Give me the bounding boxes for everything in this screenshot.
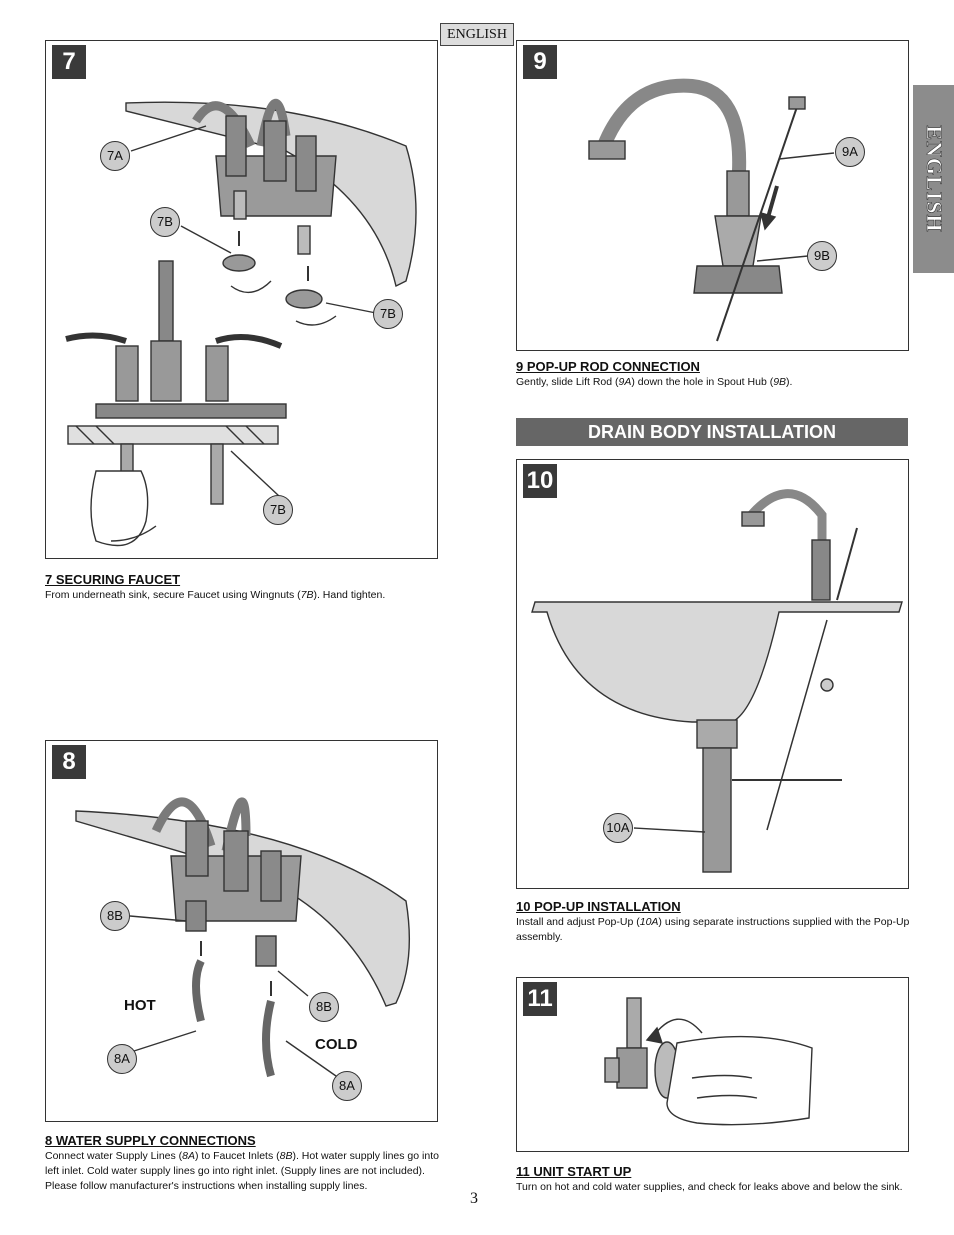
callout-7b: 7B — [373, 299, 403, 329]
hot-label: HOT — [124, 997, 156, 1014]
callout-9b: 9B — [807, 241, 837, 271]
step-7-illustration — [65, 98, 417, 547]
step-9-badge: 9 — [523, 45, 557, 79]
page-number: 3 — [470, 1190, 478, 1207]
callout-8b: 8B — [309, 992, 339, 1022]
step-7-panel: 7 — [45, 40, 438, 559]
step-11-text: Turn on hot and cold water supplies, and… — [516, 1181, 903, 1193]
callout-8a: 8A — [107, 1044, 137, 1074]
step-8-title: 8 WATER SUPPLY CONNECTIONS — [45, 1133, 256, 1148]
step-10-title: 10 POP-UP INSTALLATION — [516, 899, 681, 914]
language-tab: ENGLISH — [440, 23, 514, 46]
step-8-illustration — [75, 797, 411, 1078]
callout-7a: 7A — [100, 141, 130, 171]
step-10-illustration — [531, 489, 903, 873]
side-language-tab: ENGLISH — [913, 85, 954, 273]
step-9-title: 9 POP-UP ROD CONNECTION — [516, 359, 700, 374]
callout-9a: 9A — [835, 137, 865, 167]
step-10-badge: 10 — [523, 464, 557, 498]
callout-8b: 8B — [100, 901, 130, 931]
step-8-badge: 8 — [52, 745, 86, 779]
cold-label: COLD — [315, 1036, 358, 1053]
step-11-badge: 11 — [523, 982, 557, 1016]
callout-8a: 8A — [332, 1071, 362, 1101]
callout-10a: 10A — [603, 813, 633, 843]
step-11-title: 11 UNIT START UP — [516, 1164, 632, 1179]
step-10-panel: 10 10A — [516, 459, 909, 889]
step-10-text: Install and adjust Pop-Up (10A) using se… — [516, 916, 910, 943]
step-11-illustration — [604, 997, 813, 1126]
step-8-text: Connect water Supply Lines (8A) to Fauce… — [45, 1150, 439, 1192]
step-7-title: 7 SECURING FAUCET — [45, 572, 181, 587]
step-9-text: Gently, slide Lift Rod (9A) down the hol… — [516, 376, 793, 388]
callout-7b: 7B — [263, 495, 293, 525]
step-11-panel: 11 — [516, 977, 909, 1152]
callout-7b: 7B — [150, 207, 180, 237]
step-9-illustration — [588, 78, 835, 342]
step-9-panel: 9 9A 9B — [516, 40, 909, 351]
drain-body-installation-header: DRAIN BODY INSTALLATION — [516, 418, 908, 446]
step-8-panel: 8 8B 8B 8A 8A HOT COLD — [45, 740, 438, 1122]
step-7-badge: 7 — [52, 45, 86, 79]
step-7-text: From underneath sink, secure Faucet usin… — [45, 589, 386, 601]
side-tab-label: ENGLISH — [921, 125, 947, 233]
